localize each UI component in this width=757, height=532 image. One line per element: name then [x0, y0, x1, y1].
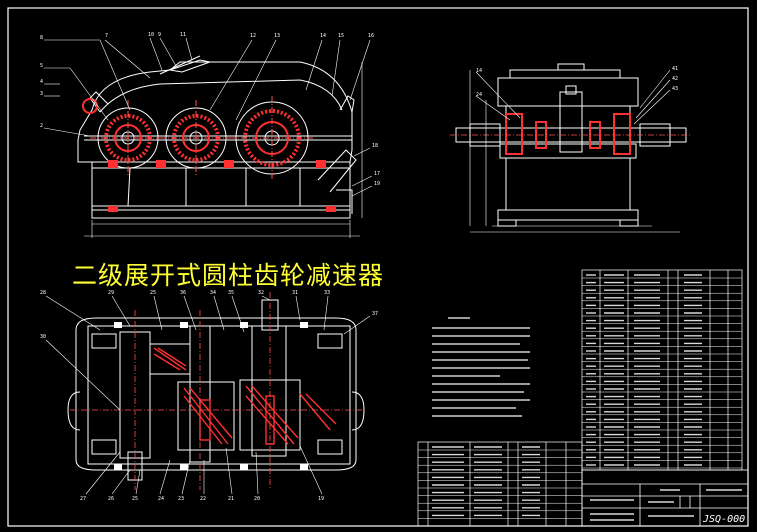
top-view [67, 299, 365, 481]
top-view-hatching [153, 347, 337, 445]
svg-text:41: 41 [672, 66, 678, 72]
svg-text:28: 28 [40, 290, 46, 296]
svg-text:24: 24 [476, 92, 482, 98]
svg-text:36: 36 [180, 290, 186, 296]
front-view [77, 55, 357, 219]
sheet-border [7, 7, 749, 527]
svg-text:7: 7 [105, 33, 108, 39]
svg-text:24: 24 [158, 496, 164, 502]
svg-text:15: 15 [338, 33, 344, 39]
svg-text:42: 42 [672, 76, 678, 82]
parts-list-right-cells [586, 274, 702, 466]
front-bearing-middle [160, 100, 232, 176]
front-bearing-right [230, 96, 314, 180]
side-bearings [450, 113, 692, 155]
svg-text:19: 19 [374, 181, 380, 187]
top-view-centerlines [70, 292, 366, 490]
svg-text:25: 25 [150, 290, 156, 296]
parts-list-right [581, 269, 743, 471]
svg-text:33: 33 [324, 290, 330, 296]
side-leader-numbers: 14 24 41 42 43 [476, 66, 678, 98]
svg-text:19: 19 [318, 496, 324, 502]
drawing-title: 二级展开式圆柱齿轮减速器 [72, 261, 385, 290]
svg-text:2: 2 [40, 123, 43, 129]
top-view-bolts [114, 322, 308, 470]
technical-requirements-block [432, 317, 530, 417]
svg-text:43: 43 [672, 86, 678, 92]
front-dimensions [84, 62, 363, 238]
drawing-code: JSQ-000 [703, 514, 746, 525]
svg-text:14: 14 [320, 33, 326, 39]
svg-text:17: 17 [374, 171, 380, 177]
side-dimensions [469, 69, 680, 233]
front-leader-numbers: 8 5 4 3 2 7 10 9 11 12 13 14 15 16 18 17 19 [40, 32, 380, 187]
svg-text:31: 31 [292, 290, 298, 296]
svg-text:14: 14 [476, 68, 482, 74]
svg-text:18: 18 [372, 143, 378, 149]
sight-marker [82, 98, 98, 114]
svg-text:34: 34 [210, 290, 216, 296]
svg-text:4: 4 [40, 79, 43, 85]
title-block [581, 469, 749, 527]
svg-text:26: 26 [108, 496, 114, 502]
svg-text:21: 21 [228, 496, 234, 502]
front-bearing-left [90, 100, 166, 176]
parts-list-bottom-cells [432, 446, 540, 517]
svg-text:35: 35 [228, 290, 234, 296]
svg-text:30: 30 [40, 334, 46, 340]
front-leaders [43, 37, 373, 197]
parts-list-right-rows [582, 277, 742, 469]
front-flange-bolts [108, 160, 336, 212]
title-block-fill [590, 489, 742, 521]
svg-text:9: 9 [158, 32, 161, 38]
svg-text:13: 13 [274, 33, 280, 39]
svg-text:37: 37 [372, 311, 378, 317]
svg-text:25: 25 [132, 496, 138, 502]
svg-text:29: 29 [108, 290, 114, 296]
svg-text:8: 8 [40, 35, 43, 41]
svg-text:5: 5 [40, 63, 43, 69]
svg-text:10: 10 [148, 32, 154, 38]
svg-text:23: 23 [178, 496, 184, 502]
top-leaders [45, 295, 371, 495]
svg-text:11: 11 [180, 32, 186, 38]
svg-text:27: 27 [80, 496, 86, 502]
side-view [455, 63, 687, 227]
svg-text:16: 16 [368, 33, 374, 39]
svg-text:22: 22 [200, 496, 206, 502]
svg-text:32: 32 [258, 290, 264, 296]
svg-text:12: 12 [250, 33, 256, 39]
svg-text:20: 20 [254, 496, 260, 502]
svg-text:3: 3 [40, 91, 43, 97]
parts-list-bottom-rows [418, 449, 582, 519]
